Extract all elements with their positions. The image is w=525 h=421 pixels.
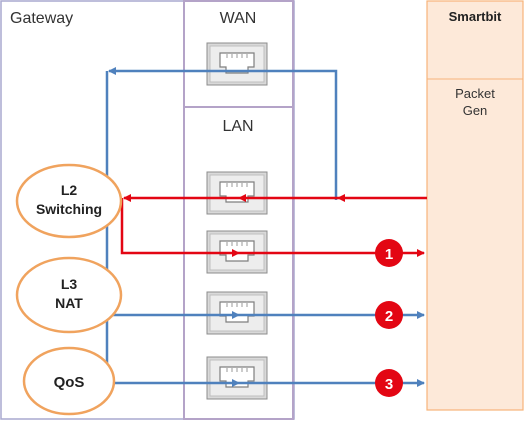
- path-2-number: 2: [385, 308, 393, 325]
- path-1-number: 1: [385, 246, 393, 263]
- l3-nat-label-line1: L3: [61, 276, 78, 292]
- l2-switching-label-line2: Switching: [36, 201, 102, 217]
- lan-ethernet-port-icon-3: [206, 291, 268, 335]
- smartbit-box: [426, 0, 524, 411]
- lan-box: [183, 106, 294, 420]
- red-path-1-port-arrowhead: [232, 249, 240, 257]
- l2-switching-label-line1: L2: [61, 182, 78, 198]
- blue-wan-return-line: [108, 67, 338, 200]
- blue-path-2-port-arrowhead: [232, 311, 240, 319]
- path-2-marker: 2: [375, 301, 403, 329]
- wan-ethernet-port-icon: [206, 42, 268, 86]
- path-3-marker: 3: [375, 369, 403, 397]
- qos-ellipse: [22, 346, 116, 416]
- lan-ethernet-port-icon-1: [206, 171, 268, 215]
- qos-label: QoS: [54, 374, 85, 391]
- l3-nat-label-line2: NAT: [55, 295, 83, 311]
- wan-label: WAN: [220, 10, 257, 27]
- gateway-label: Gateway: [10, 10, 73, 27]
- l2-switching-ellipse: [15, 163, 123, 239]
- red-port-arrowhead: [238, 194, 246, 202]
- numbered-circle-icon: [375, 301, 403, 329]
- red-path-1-line: [120, 198, 425, 257]
- lan-label: LAN: [222, 118, 253, 135]
- path-3-number: 3: [385, 376, 393, 393]
- numbered-circle-icon: [375, 369, 403, 397]
- lan-ethernet-port-icon-4: [206, 356, 268, 400]
- numbered-circle-icon: [375, 239, 403, 267]
- packet-gen-label-line2: Gen: [463, 103, 488, 118]
- l3-nat-ellipse: [15, 256, 123, 334]
- packet-gen-label-line1: Packet: [455, 86, 495, 101]
- blue-path-3-port-arrowhead: [232, 379, 240, 387]
- path-1-marker: 1: [375, 239, 403, 267]
- smartbit-title: Smartbit: [449, 9, 502, 24]
